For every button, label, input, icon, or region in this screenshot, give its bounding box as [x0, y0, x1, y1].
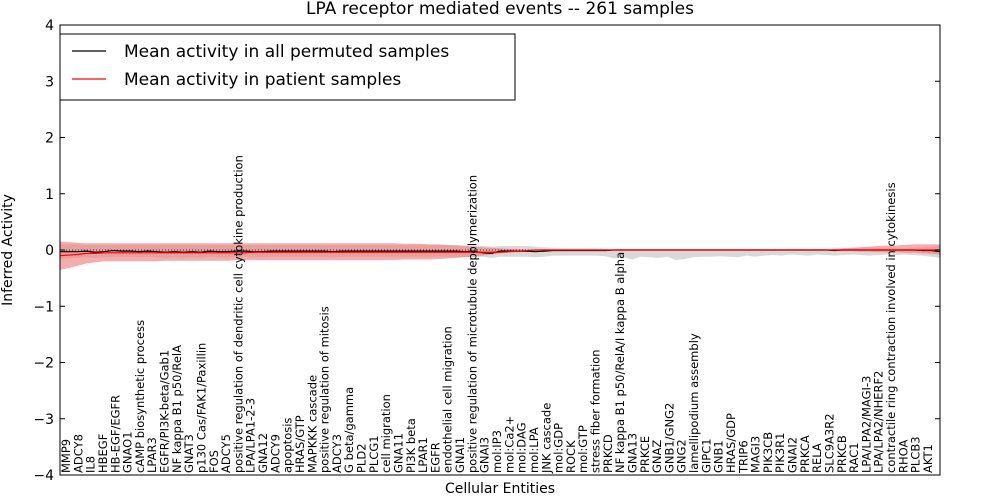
- x-entity-label: GNG2: [675, 439, 689, 473]
- x-entity-label: GNAI2: [786, 437, 800, 473]
- x-entity-label: FOS: [207, 450, 221, 473]
- x-entity-label: GNAI3: [478, 437, 492, 473]
- x-entity-label: PRKCE: [638, 436, 652, 473]
- y-tick-label: 1: [45, 187, 54, 203]
- x-entity-label: ROCK: [564, 440, 578, 473]
- x-entity-label: endothelial cell migration: [441, 326, 455, 473]
- x-entity-label: GNAI1: [453, 437, 467, 473]
- x-entity-label: PIK3R1: [773, 433, 787, 474]
- x-entity-label: p130 Cas/FAK1/Paxillin: [194, 343, 208, 473]
- x-entity-label: positive regulation of mitosis: [318, 306, 332, 473]
- x-entity-label: TRIP6: [736, 440, 750, 474]
- x-entity-label: positive regulation of dendritic cell cy…: [231, 155, 245, 473]
- x-entity-label: mol:DAG: [515, 422, 529, 473]
- x-entity-label: G beta/gamma: [342, 387, 356, 473]
- x-entity-label: LPA/LPA2/MAGI-3: [859, 376, 873, 473]
- x-entity-label: PRKCA: [798, 435, 812, 473]
- x-entity-label: cAMP biosynthetic process: [133, 320, 147, 473]
- plot-frame: [59, 24, 941, 476]
- x-entity-label: NF kappa B1 p50/RelA: [170, 345, 184, 473]
- x-entity-label: MAPKKK cascade: [305, 375, 319, 473]
- x-entity-label: GNB1: [712, 440, 726, 473]
- x-entity-label: mol:IP3: [490, 430, 504, 473]
- y-tick-label: −4: [33, 468, 54, 484]
- y-tick-label: −2: [33, 356, 54, 372]
- x-entity-label: LPA/LPA1-2-3: [244, 398, 258, 473]
- x-entity-label: contractile ring contraction involved in…: [884, 182, 898, 473]
- legend-box: [59, 33, 516, 101]
- y-tick-label: 0: [45, 243, 54, 259]
- x-entity-label: RELA: [810, 443, 824, 473]
- legend-label-permuted: Mean activity in all permuted samples: [124, 42, 449, 62]
- x-entity-label: stress fiber formation: [589, 349, 603, 473]
- x-entity-label: NF kappa B1 p50/RelA/I kappa B alpha: [613, 252, 627, 473]
- x-entity-label: LPA/LPA2/NHERF2: [872, 371, 886, 473]
- activity-bands: [60, 241, 940, 270]
- x-entity-label: ADCY3: [330, 434, 344, 473]
- x-entity-label: LPAR3: [145, 437, 159, 473]
- x-entity-label: JNK cascade: [539, 403, 553, 474]
- x-entity-label: EGFR/PI3K-beta/Gab1: [158, 350, 172, 473]
- x-entity-label: IL8: [84, 456, 98, 473]
- legend: Mean activity in all permuted samples Me…: [59, 33, 516, 101]
- x-entity-label: mol:Ca2+: [502, 416, 516, 473]
- patient-mean-line: [59, 249, 940, 257]
- x-entity-label: PRKCD: [601, 434, 615, 473]
- x-entity-label: PRKCB: [835, 435, 849, 473]
- x-entity-label: GNB1/GNG2: [662, 403, 676, 473]
- x-entity-label: MMP9: [59, 439, 73, 473]
- x-entity-label: GNAZ: [650, 440, 664, 473]
- legend-label-patient: Mean activity in patient samples: [124, 70, 401, 90]
- x-entity-label: mol:LPA: [527, 427, 541, 473]
- x-entity-label: ADCY8: [71, 434, 85, 473]
- x-entity-label: HRAS/GTP: [293, 415, 307, 473]
- x-entity-label: mol:GTP: [576, 425, 590, 473]
- y-tick-label: 2: [45, 131, 54, 147]
- x-entity-label: lamellipodium assembly: [687, 333, 701, 473]
- x-entity-label: ADCY9: [268, 434, 282, 473]
- x-entity-label: HBEGF: [96, 434, 110, 473]
- x-entity-label: GNA13: [625, 433, 639, 473]
- y-tick-label: 3: [45, 74, 54, 90]
- y-tick-label: −1: [33, 299, 54, 315]
- x-entity-label: AKT1: [921, 444, 935, 473]
- x-entity-label: apoptosis: [281, 418, 295, 473]
- x-entity-label: RHOA: [896, 440, 910, 473]
- x-entity-label: GNAO1: [121, 431, 135, 473]
- x-axis-label: Cellular Entities: [445, 481, 555, 497]
- x-entity-label: PI3K beta: [404, 418, 418, 473]
- x-entity-label: PLCG1: [367, 435, 381, 473]
- x-entity-label: PLD2: [355, 443, 369, 473]
- x-entity-label: GNA11: [391, 433, 405, 473]
- x-entity-label: SLC9A3R2: [822, 413, 836, 473]
- x-entity-label: LPAR1: [416, 437, 430, 473]
- chart-title: LPA receptor mediated events -- 261 samp…: [306, 0, 694, 19]
- x-entity-label: RAC1: [847, 442, 861, 473]
- x-entity-label: GIPC1: [699, 438, 713, 473]
- x-entity-label: GNAT3: [182, 434, 196, 473]
- x-entity-label: HRAS/GDP: [724, 413, 738, 473]
- x-entity-label: HB-EGF/EGFR: [108, 395, 122, 473]
- x-entity-label: cell migration: [379, 394, 393, 473]
- x-entity-label: EGFR: [428, 442, 442, 473]
- x-entity-label: PLCB3: [909, 436, 923, 473]
- y-tick-label: −3: [33, 412, 54, 428]
- x-entity-label: ADCY5: [219, 434, 233, 473]
- y-tick-label: 4: [45, 18, 54, 34]
- x-entity-label: MAGI3: [749, 436, 763, 473]
- y-axis-ticks: −4 −3 −2 −1 0 1 2 3 4: [33, 18, 940, 484]
- x-entity-label: positive regulation of microtubule depol…: [465, 175, 479, 473]
- activity-lines: [59, 249, 941, 257]
- x-entity-label: mol:GDP: [552, 423, 566, 473]
- y-axis-label: Inferred Activity: [0, 194, 16, 306]
- x-entity-label: PIK3CB: [761, 432, 775, 473]
- patient-band: [60, 241, 940, 270]
- x-entity-label: GNA12: [256, 433, 270, 473]
